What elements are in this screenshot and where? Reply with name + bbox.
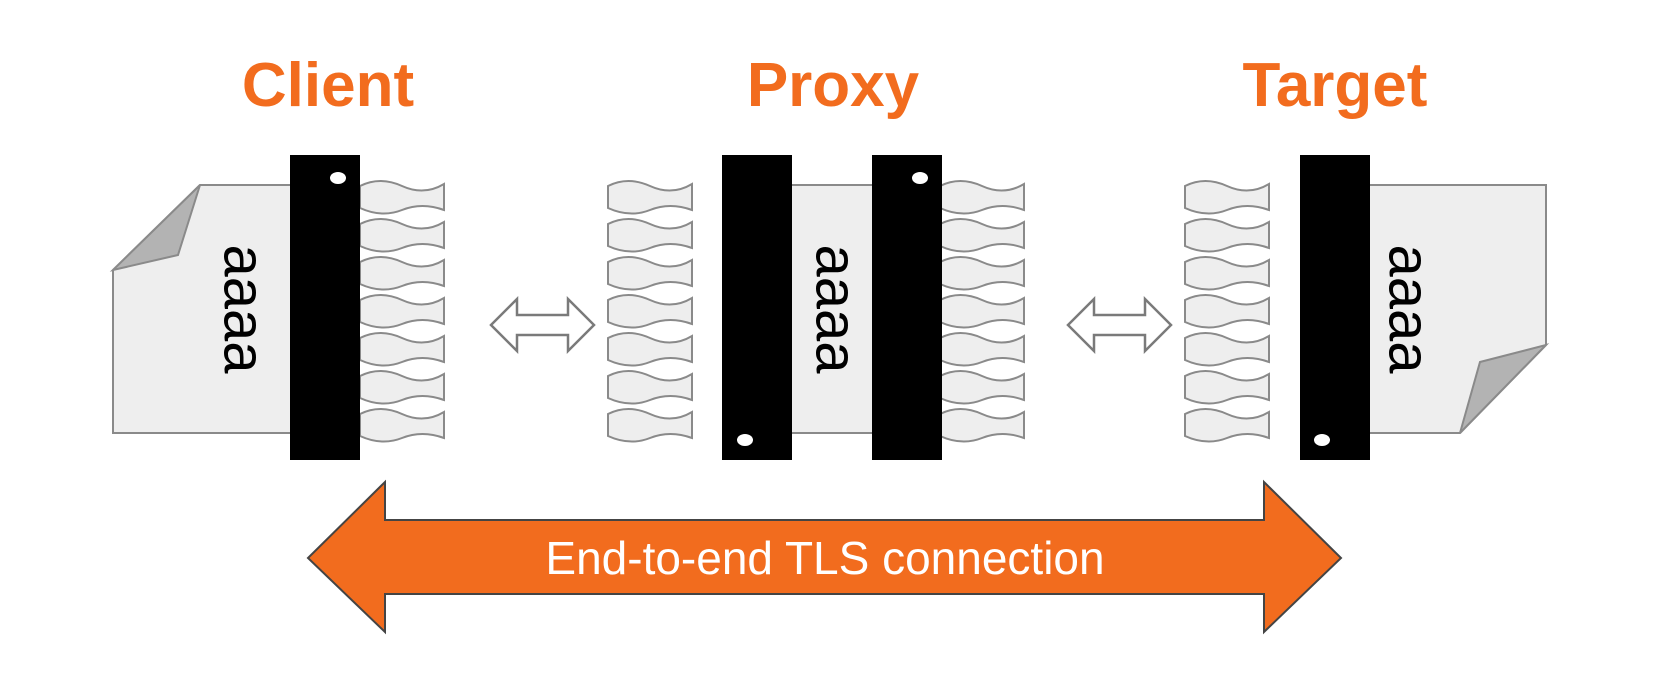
proxy-right-bar-hole xyxy=(912,172,928,184)
proxy-document-text: aaaa xyxy=(804,244,869,374)
end-to-end-tls-arrow: End-to-end TLS connection xyxy=(306,479,1343,635)
client-node: aaaa xyxy=(109,155,445,460)
client-proxy-double-arrow-icon xyxy=(489,295,596,355)
proxy-document-page xyxy=(785,185,880,433)
end-to-end-banner-shape xyxy=(306,479,1343,635)
client-heading: Client xyxy=(242,51,414,120)
proxy-left-tls-bar xyxy=(722,155,792,460)
end-to-end-label: End-to-end TLS connection xyxy=(545,532,1104,584)
proxy-left-bar-hole xyxy=(737,434,753,446)
client-page-fold xyxy=(109,184,201,272)
client-document-text: aaaa xyxy=(212,244,277,374)
client-shredded-strips-icon xyxy=(359,180,445,443)
client-tls-bar xyxy=(290,155,360,460)
client-bar-hole xyxy=(330,172,346,184)
target-shredded-strips-icon xyxy=(1184,180,1270,443)
target-document-text: aaaa xyxy=(1377,244,1442,374)
target-heading: Target xyxy=(1243,51,1428,120)
proxy-left-shredded-strips-icon xyxy=(607,180,693,443)
target-node: aaaa xyxy=(1184,155,1550,460)
proxy-target-double-arrow-icon xyxy=(1066,295,1173,355)
target-bar-hole xyxy=(1314,434,1330,446)
target-tls-bar xyxy=(1300,155,1370,460)
proxy-heading: Proxy xyxy=(747,51,920,120)
proxy-right-shredded-strips-icon xyxy=(939,180,1025,443)
target-page-fold xyxy=(1459,343,1550,434)
proxy-node: aaaa xyxy=(607,155,1025,460)
proxy-right-tls-bar xyxy=(872,155,942,460)
